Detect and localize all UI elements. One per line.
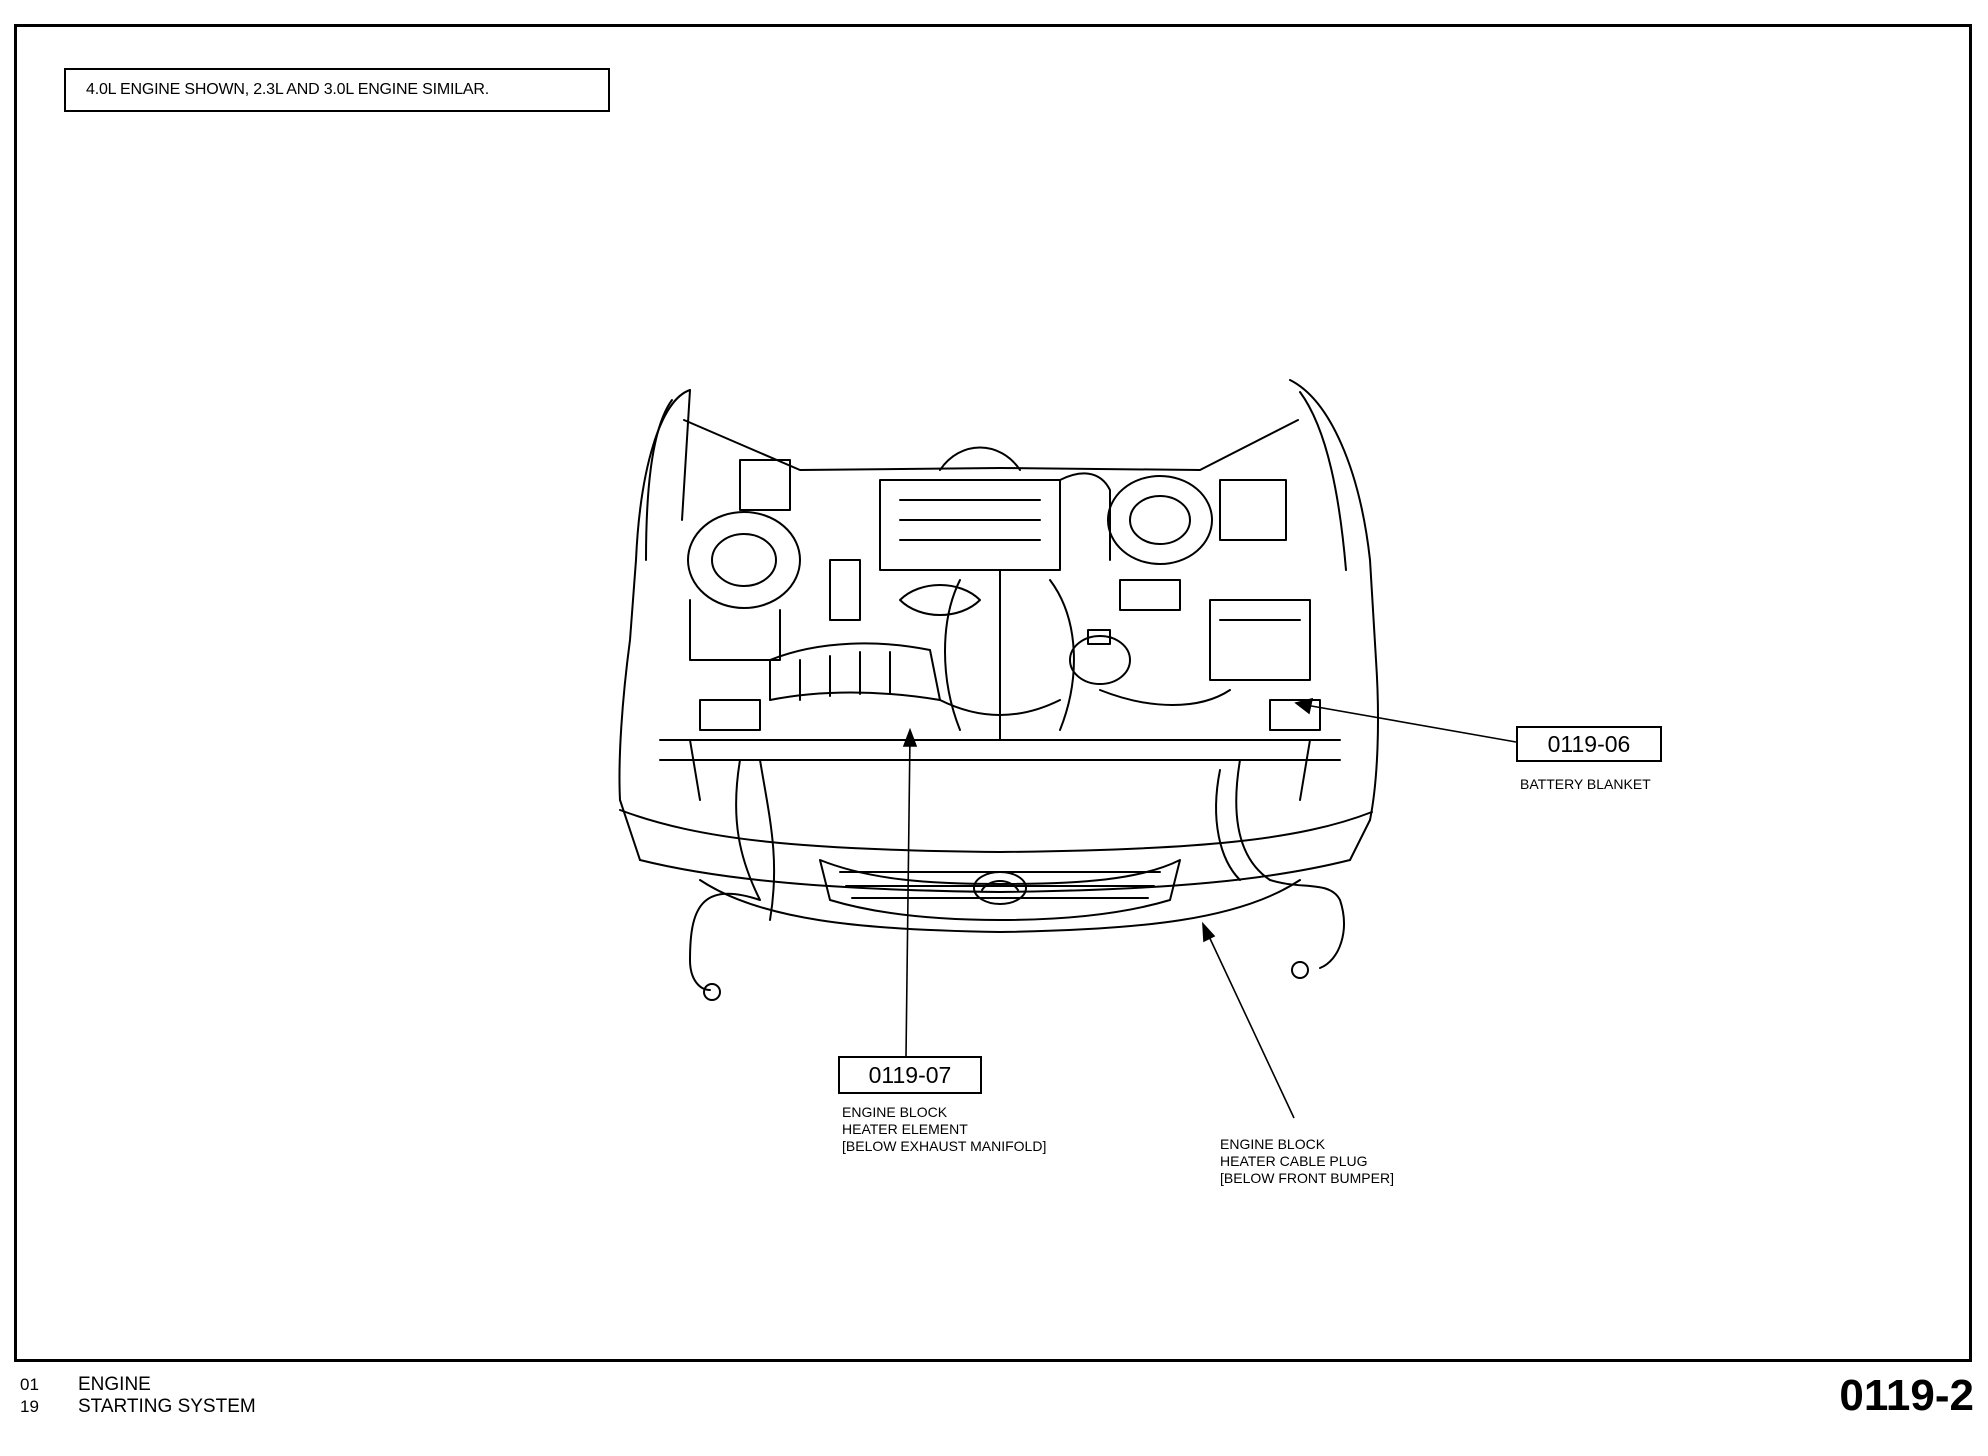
engine-note: 4.0L ENGINE SHOWN, 2.3L AND 3.0L ENGINE … xyxy=(64,68,610,112)
footer-subsection-name: STARTING SYSTEM xyxy=(78,1396,256,1417)
callout-battery-blanket-label: BATTERY BLANKET xyxy=(1520,776,1651,792)
footer-section-code: 01 xyxy=(20,1375,39,1394)
footer-subsection-code: 19 xyxy=(20,1397,39,1416)
callout-battery-blanket-code: 0119-06 xyxy=(1516,726,1662,762)
page-number: 0119-2 xyxy=(1839,1371,1974,1420)
heater-cable-plug-label: ENGINE BLOCK HEATER CABLE PLUG [BELOW FR… xyxy=(1220,1136,1394,1186)
callout-heater-element-code: 0119-07 xyxy=(838,1056,982,1094)
callout-heater-element-label: ENGINE BLOCK HEATER ELEMENT [BELOW EXHAU… xyxy=(842,1104,1047,1154)
drawing-frame xyxy=(14,24,1972,1362)
footer-section-name: ENGINE xyxy=(78,1374,151,1395)
